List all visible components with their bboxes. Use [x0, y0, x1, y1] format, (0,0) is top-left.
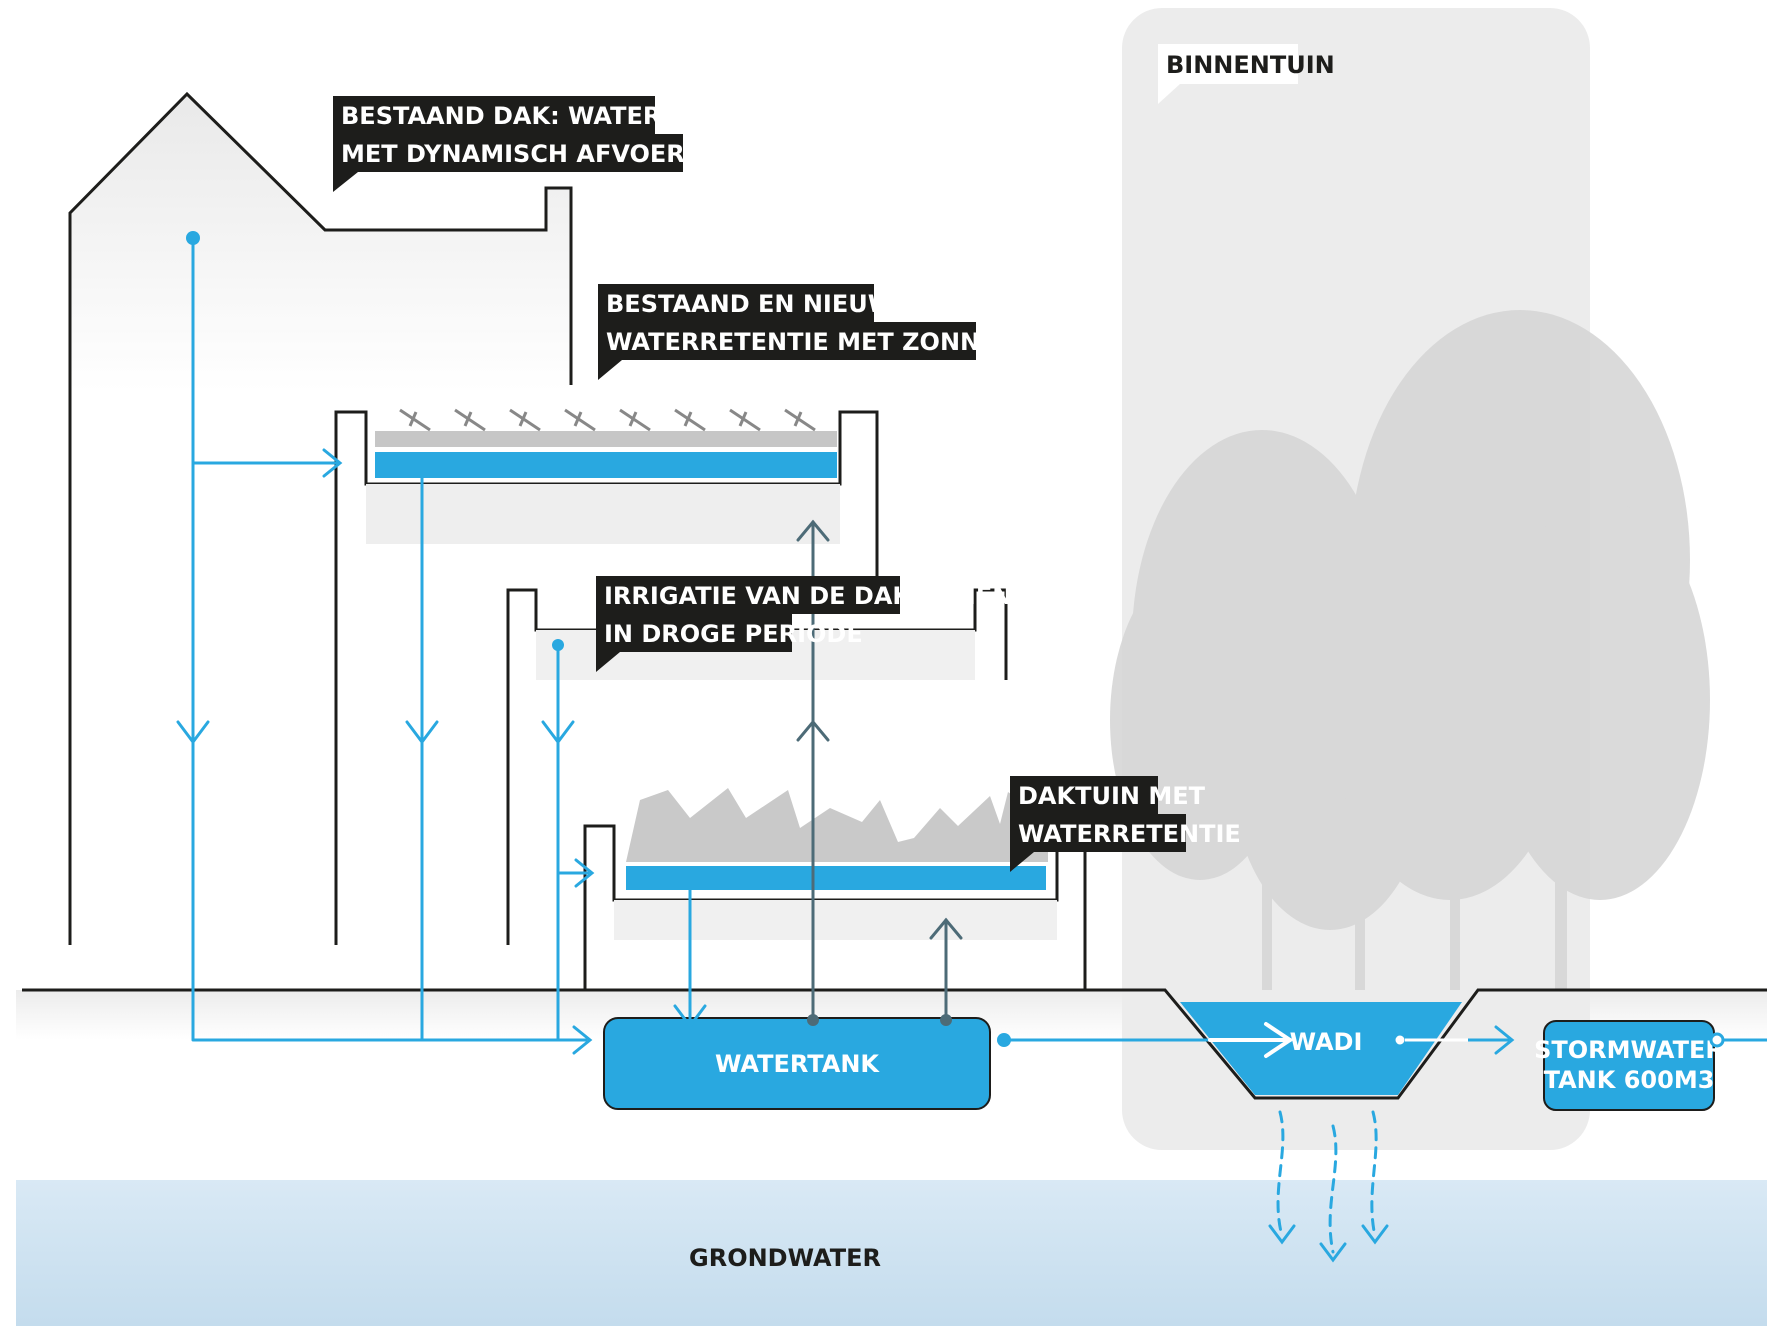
irrigatie-line2: IN DROGE PERIODE: [604, 620, 863, 648]
daktuin-line1: DAKTUIN MET: [1018, 782, 1206, 810]
daktuin-line2: WATERRETENTIE: [1018, 820, 1241, 848]
binnentuin-label: BINNENTUIN: [1158, 44, 1335, 104]
stormwater-tank: [1543, 1020, 1715, 1111]
stormwater-dot: [1709, 1032, 1725, 1048]
right-arrows: [322, 448, 1515, 1055]
bestaand-dak-line2: MET DYNAMISCH AFVOERSYSTEEM: [341, 140, 810, 168]
solar-panels: [399, 408, 816, 432]
bestaand-dak-line1: BESTAAND DAK: WATEROPVANG: [341, 102, 775, 130]
stormwater-label-line2: TANK 600M3: [1544, 1066, 1715, 1094]
groundwater-band: [16, 1180, 1767, 1326]
watertank: [603, 1017, 991, 1110]
wadi-label: WADI: [1290, 1028, 1363, 1056]
grondwater-label: GRONDWATER: [689, 1244, 881, 1272]
return-pipe-dots: [807, 1014, 952, 1026]
wadi-outlet-dot: [1392, 1032, 1408, 1048]
ground-line: [22, 988, 1767, 1100]
callout-bestaand-dak: BESTAAND DAK: WATEROPVANG MET DYNAMISCH …: [333, 96, 810, 192]
nieuw-dak-line2: WATERRETENTIE MET ZONNEPANELEN: [606, 328, 1119, 356]
trees: [1110, 310, 1710, 990]
roof-garden-water-layer: [626, 866, 1046, 890]
building-existing-gabled: [68, 91, 573, 945]
roof-garden-plants: [626, 788, 1048, 862]
wadi-inflow-arrow: [1208, 1022, 1294, 1058]
infiltration-arrows: [1276, 1110, 1378, 1254]
callout-irrigatie: IRRIGATIE VAN DE DAKTUINEN IN DROGE PERI…: [596, 576, 1012, 672]
nieuw-dak-line1: BESTAAND EN NIEUW DAK:: [606, 290, 969, 318]
wadi-water: [1180, 1002, 1462, 1095]
watertank-label: WATERTANK: [715, 1050, 880, 1078]
stormwater-label-line1: STORMWATER: [1534, 1036, 1724, 1064]
down-arrows: [176, 720, 707, 1029]
callout-nieuw-dak: BESTAAND EN NIEUW DAK: WATERRETENTIE MET…: [598, 284, 1119, 380]
infiltration-arrowheads: [1268, 1224, 1389, 1263]
callout-daktuin: DAKTUIN MET WATERRETENTIE: [1010, 776, 1241, 872]
irrigatie-line1: IRRIGATIE VAN DE DAKTUINEN: [604, 582, 1012, 610]
blue-pipe-dots: [186, 231, 1011, 1047]
binnentuin-text: BINNENTUIN: [1166, 51, 1335, 79]
solar-roof-gravel-layer: [375, 431, 837, 447]
solar-roof-water-layer: [375, 452, 837, 478]
solar-roof-shade: [366, 484, 840, 544]
roof-garden-shade: [614, 900, 1057, 940]
